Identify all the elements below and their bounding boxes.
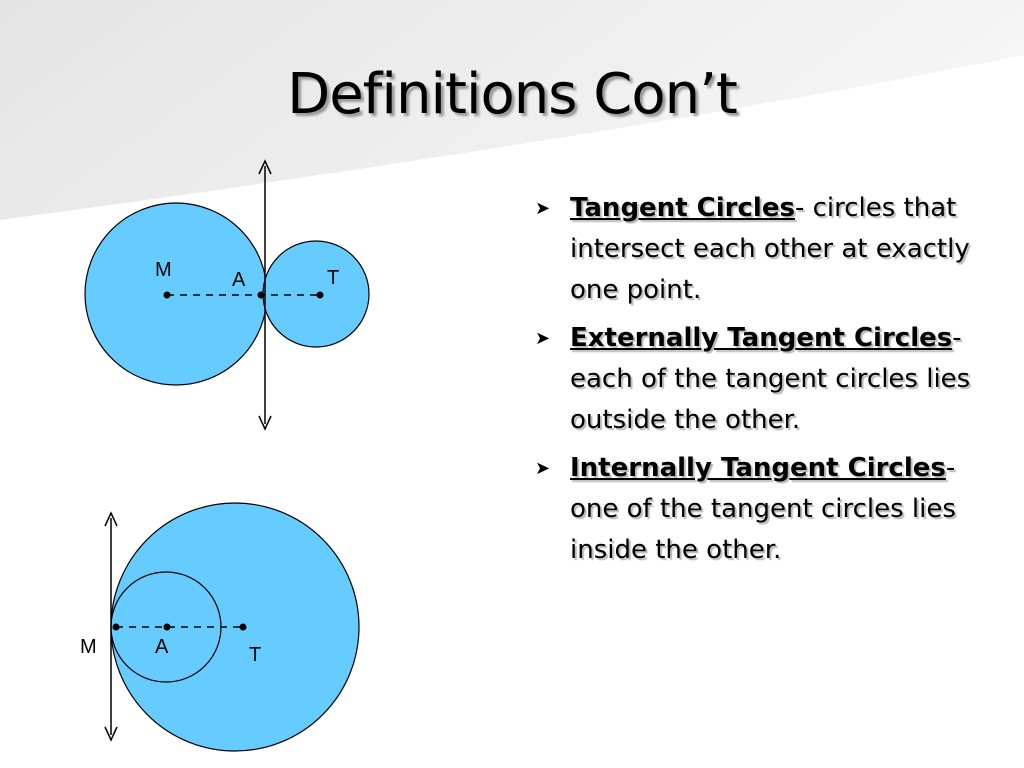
point-a <box>163 623 171 631</box>
definition-item-tangent-circles: ➤ Tangent Circles- circles that intersec… <box>535 188 985 311</box>
definition-term: Externally Tangent Circles <box>570 323 953 353</box>
slide-title: Definitions Con’t <box>287 62 738 127</box>
definition-term: Internally Tangent Circles <box>570 453 946 483</box>
diagram-internally-tangent: M A T <box>80 502 360 752</box>
definition-item-internally-tangent: ➤ Internally Tangent Circles- one of the… <box>535 448 985 571</box>
arrow-bullet-icon: ➤ <box>535 198 551 219</box>
arrow-bullet-icon: ➤ <box>535 328 551 349</box>
label-m: M <box>80 636 97 658</box>
point-m <box>112 623 120 631</box>
definition-text: - one of the tangent circles lies inside… <box>570 453 956 565</box>
point-m <box>163 291 171 299</box>
point-a <box>257 291 265 299</box>
definition-text: - each of the tangent circles lies outsi… <box>570 323 971 435</box>
definition-list: ➤ Tangent Circles- circles that intersec… <box>535 188 985 578</box>
label-t: T <box>327 267 339 289</box>
tangent-line-arrow-top-icon <box>258 159 272 175</box>
definition-term: Tangent Circles <box>570 193 795 223</box>
tangent-line-arrow-top-icon <box>104 511 118 527</box>
diagram-externally-tangent: M A T <box>84 159 370 431</box>
tangent-line-arrow-bottom-icon <box>258 415 272 431</box>
point-t <box>239 623 247 631</box>
label-a: A <box>232 269 246 291</box>
label-a: A <box>155 636 169 658</box>
label-m: M <box>155 259 172 281</box>
point-t <box>316 291 324 299</box>
label-t: T <box>249 644 261 666</box>
tangent-line-arrow-bottom-icon <box>104 726 118 742</box>
definition-text: - circles that intersect each other at e… <box>570 193 970 305</box>
arrow-bullet-icon: ➤ <box>535 458 551 479</box>
definition-item-externally-tangent: ➤ Externally Tangent Circles- each of th… <box>535 318 985 441</box>
